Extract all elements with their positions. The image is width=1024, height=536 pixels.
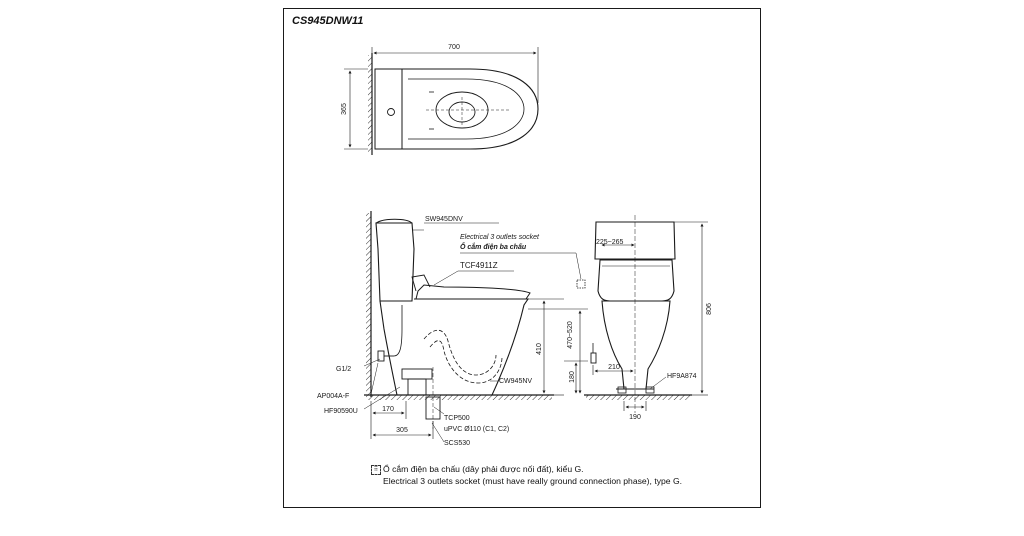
- dim-side-bowl-height: 410: [536, 343, 543, 355]
- model-code: CS945DNW11: [292, 15, 364, 27]
- label-seat: TCF4911Z: [460, 261, 498, 270]
- label-stop-valve: AP004A-F: [317, 393, 349, 400]
- label-flange: TCP500: [444, 415, 470, 422]
- label-supply: G1/2: [336, 366, 351, 373]
- dim-top-width: 700: [448, 44, 460, 51]
- dim-front-base-width: 190: [629, 414, 641, 421]
- top-wall-hatch: [368, 55, 372, 153]
- label-bowl: CW945NV: [499, 378, 532, 385]
- dim-side-inlet-height: 180: [569, 371, 576, 383]
- drawing-sheet: CS945DNW11: [283, 8, 761, 508]
- label-hose: HF90590U: [324, 408, 358, 415]
- label-socket-en: Electrical 3 outlets socket: [460, 234, 540, 241]
- label-pipe: uPVC Ø110 (C1, C2): [444, 426, 509, 433]
- dim-top-depth: 365: [341, 103, 348, 115]
- label-front-hose: HF9A874: [667, 373, 697, 380]
- label-seal: SCS530: [444, 440, 470, 447]
- technical-drawing: 700 365: [317, 44, 713, 447]
- dim-side-rim-height: 470~520: [567, 321, 574, 349]
- label-socket-vi: Ổ cắm điện ba chấu: [460, 242, 527, 251]
- dim-front-tank-offset: 225~265: [596, 239, 624, 246]
- outlet-legend-icon: ⠿: [371, 465, 381, 475]
- legend-text-en: Electrical 3 outlets socket (must have r…: [383, 476, 683, 486]
- front-view: [584, 215, 708, 413]
- dim-side-rough-in: 170: [382, 406, 394, 413]
- side-view: [363, 211, 588, 443]
- dim-front-total-height: 806: [706, 303, 713, 315]
- top-view: [344, 47, 539, 155]
- dim-front-inlet-offset: 210: [608, 364, 620, 371]
- dim-side-total-depth: 305: [396, 427, 408, 434]
- label-tank: SW945DNV: [425, 216, 463, 223]
- legend-text-vi: Ổ cắm điện ba chấu (dây phải được nối đấ…: [383, 464, 584, 474]
